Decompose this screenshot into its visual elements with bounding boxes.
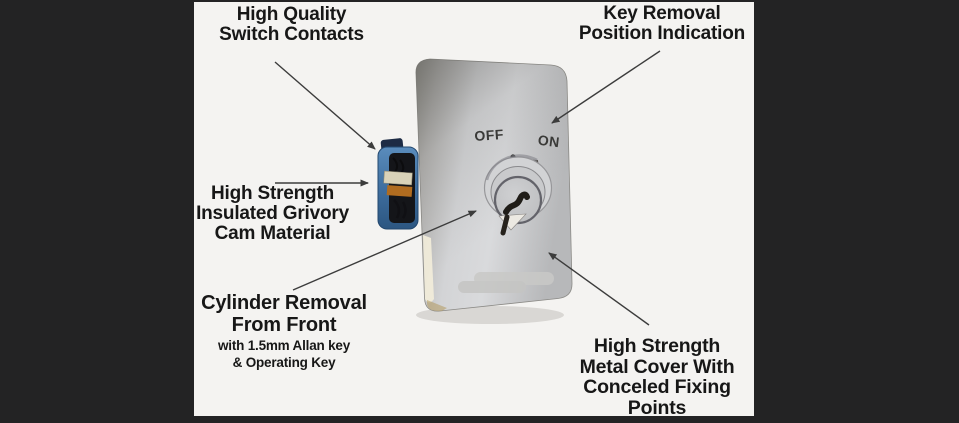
off-position-label: OFF xyxy=(474,126,505,144)
blurred-marking xyxy=(458,272,554,293)
on-position-label: ON xyxy=(537,132,561,151)
switch-plate: OFF ON xyxy=(415,58,573,312)
annotation-line: Position Indication xyxy=(578,23,746,44)
arrow-to-key-removal-indication xyxy=(551,50,661,124)
key-switch-illustration: OFF ON xyxy=(274,50,661,326)
annotation-subline: with 1.5mm Allan key xyxy=(217,338,351,353)
arrow-to-metal-cover xyxy=(548,252,650,326)
annotation-key-removal-indication: Key Removal Position Indication xyxy=(568,4,756,44)
annotation-arrows xyxy=(274,50,661,326)
annotation-line: Cylinder Removal xyxy=(201,292,367,314)
annotation-cylinder-removal: Cylinder Removal From Front with 1.5mm A… xyxy=(198,292,370,370)
annotation-line: Cam Material xyxy=(214,223,331,244)
annotation-line: Metal Cover With xyxy=(579,355,735,378)
annotation-line: Key Removal xyxy=(603,3,721,24)
annotation-switch-contacts: High Quality Switch Contacts xyxy=(204,5,379,45)
key-cylinder xyxy=(483,154,553,236)
plate-shadow xyxy=(416,306,564,324)
annotation-line: Switch Contacts xyxy=(219,24,364,45)
annotation-subline: & Operating Key xyxy=(232,354,336,370)
annotation-line: From Front xyxy=(231,313,337,336)
annotation-metal-cover: High Strength Metal Cover With Conceled … xyxy=(569,336,745,418)
annotation-line: High Quality xyxy=(236,4,347,25)
terminal-band xyxy=(383,170,413,186)
key-slot xyxy=(503,191,530,215)
annotation-cam-material: High Strength Insulated Grivory Cam Mate… xyxy=(194,184,351,244)
annotation-line: High Strength xyxy=(593,335,721,357)
annotation-line: High Strength xyxy=(211,183,334,204)
cam-section xyxy=(386,185,413,197)
arrow-to-switch-contacts xyxy=(274,61,376,150)
product-photo: OFF ON xyxy=(194,2,756,418)
annotation-line: Conceled Fixing xyxy=(583,376,731,398)
annotation-line: Points xyxy=(627,396,687,419)
arrow-to-cylinder-removal xyxy=(292,210,477,291)
annotation-line: Insulated Grivory xyxy=(196,203,349,224)
plate-edge-highlight xyxy=(423,235,434,303)
switch-body xyxy=(377,138,419,230)
